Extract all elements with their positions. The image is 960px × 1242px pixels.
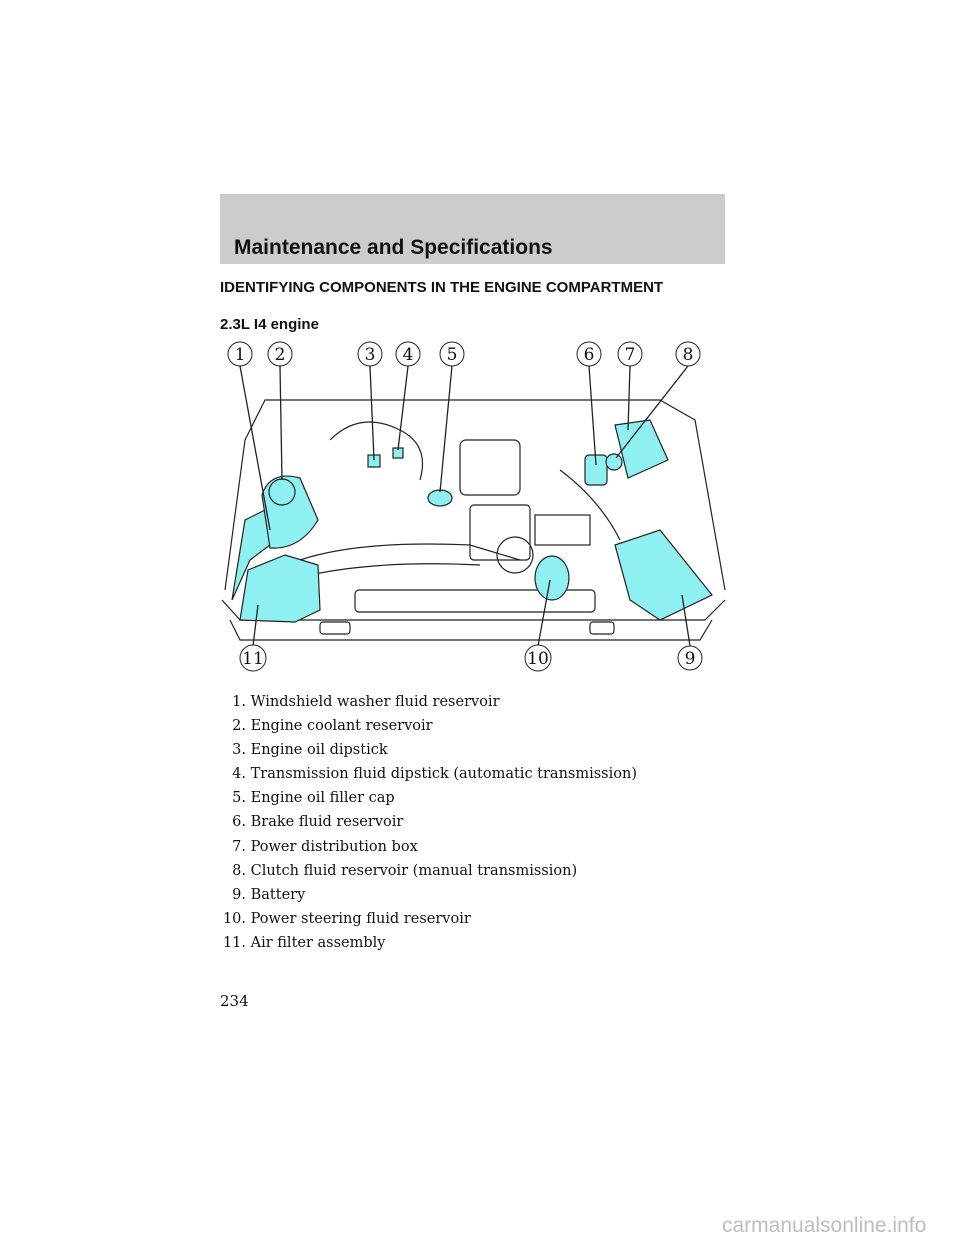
svg-text:11: 11 xyxy=(242,649,264,669)
legend-item: 2. Engine coolant reservoir xyxy=(232,718,433,735)
battery-shape xyxy=(614,529,713,621)
callout-6: 6 xyxy=(576,341,602,367)
watermark: carmanualsonline.info xyxy=(722,1214,927,1237)
callout-1: 1 xyxy=(227,341,253,367)
callout-3: 3 xyxy=(357,341,383,367)
svg-text:2: 2 xyxy=(275,345,286,365)
legend-item: 9. Battery xyxy=(232,886,306,903)
svg-text:5: 5 xyxy=(447,345,458,365)
callout-4: 4 xyxy=(395,341,421,367)
svg-text:10: 10 xyxy=(527,649,549,669)
air-filter-shape xyxy=(239,554,321,623)
section-header-band: Maintenance and Specifications xyxy=(220,194,725,264)
engine-compartment-illustration: 1 2 3 4 5 6 7 8 9 10 11 xyxy=(221,341,726,672)
svg-text:3: 3 xyxy=(365,345,376,365)
svg-text:6: 6 xyxy=(584,345,595,365)
callout-10: 10 xyxy=(524,644,552,672)
callout-7: 7 xyxy=(617,341,643,367)
section-title: Maintenance and Specifications xyxy=(234,236,553,259)
legend-item: 11. Air filter assembly xyxy=(222,934,386,951)
callout-9: 9 xyxy=(677,645,703,671)
engine-subheading: 2.3L I4 engine xyxy=(220,316,319,333)
legend-item: 5. Engine oil filler cap xyxy=(232,790,395,807)
legend-item: 6. Brake fluid reservoir xyxy=(232,814,404,831)
legend-item: 10. Power steering fluid reservoir xyxy=(222,910,471,927)
svg-text:8: 8 xyxy=(683,345,694,365)
legend-item: 3. Engine oil dipstick xyxy=(232,742,388,759)
legend-item: 8. Clutch fluid reservoir (manual transm… xyxy=(232,862,578,879)
component-legend: 1. Windshield washer fluid reservoir 2. … xyxy=(212,690,637,955)
callout-11: 11 xyxy=(239,644,267,672)
legend-item: 4. Transmission fluid dipstick (automati… xyxy=(232,766,637,783)
callout-8: 8 xyxy=(675,341,701,367)
svg-text:9: 9 xyxy=(685,649,696,669)
svg-text:4: 4 xyxy=(403,345,414,365)
legend-item: 7. Power distribution box xyxy=(232,838,418,855)
svg-text:7: 7 xyxy=(625,345,636,365)
page-heading: IDENTIFYING COMPONENTS IN THE ENGINE COM… xyxy=(220,279,664,296)
page-number: 234 xyxy=(220,992,249,1010)
callout-2: 2 xyxy=(267,341,293,367)
power-distribution-shape xyxy=(614,419,669,479)
svg-text:1: 1 xyxy=(235,345,246,365)
legend-item: 1. Windshield washer fluid reservoir xyxy=(232,694,500,710)
callout-5: 5 xyxy=(439,341,465,367)
